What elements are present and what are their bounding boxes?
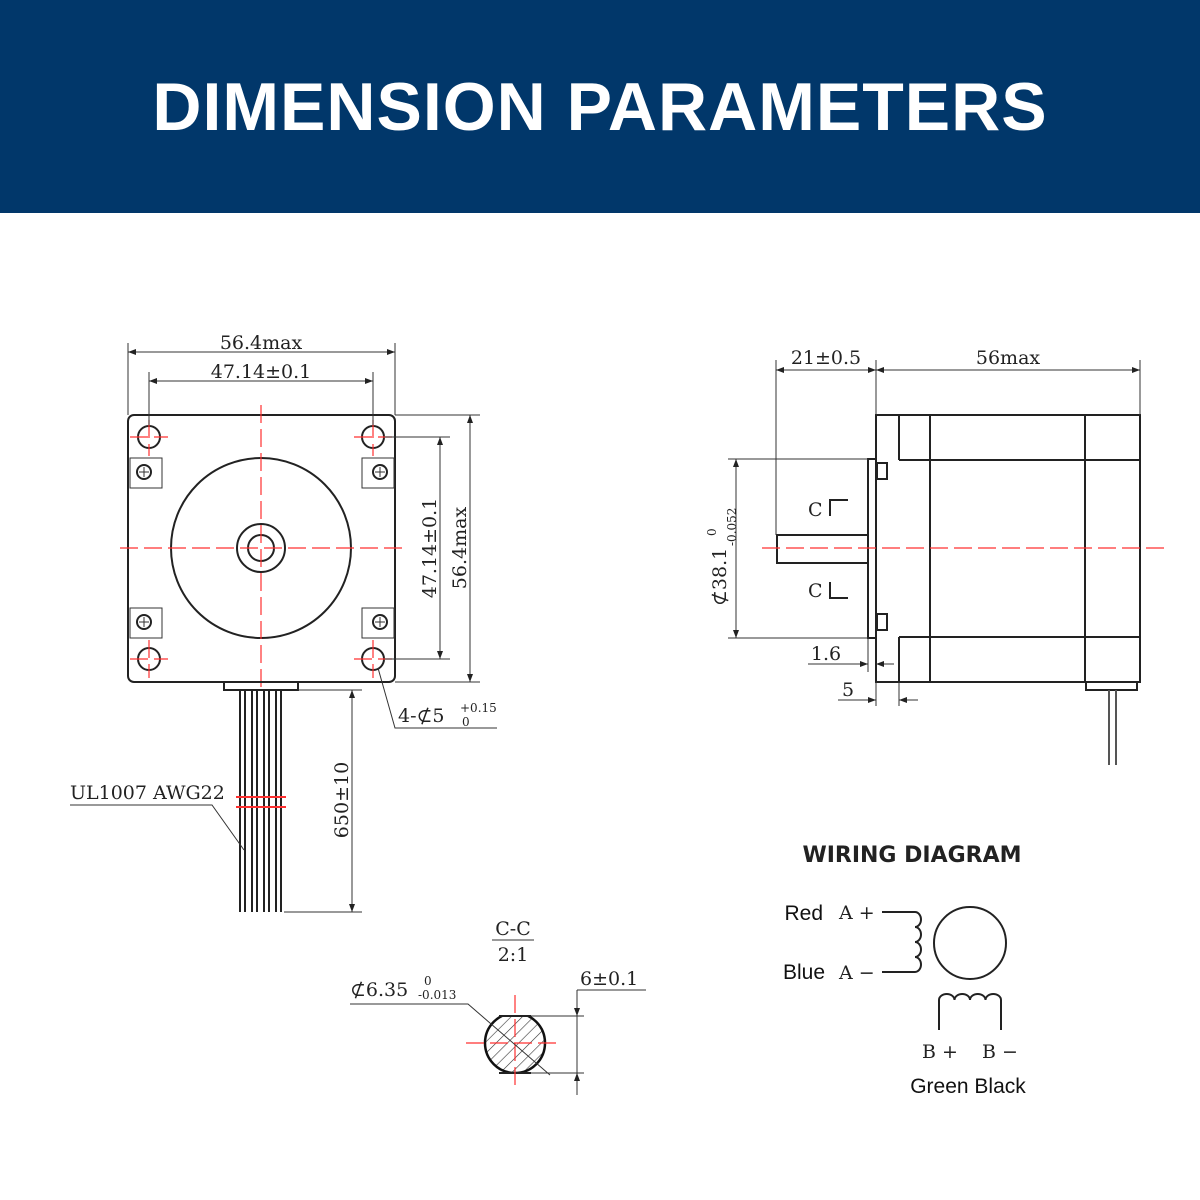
section-view: C-C 2:1 ⊄6.35 0 -0.013 6±0.1	[350, 918, 646, 1095]
tol-lower: 0	[462, 715, 470, 729]
page-title: DIMENSION PARAMETERS	[152, 68, 1048, 145]
terminal-a-minus: A −	[838, 962, 875, 984]
coil-b-icon	[938, 993, 1002, 1030]
section-scale: 2:1	[498, 944, 529, 966]
dim-flange-thickness: 1.6	[811, 643, 841, 665]
dim-shaft-diameter: ⊄6.35	[350, 979, 408, 1001]
wire-color-a-plus: Red	[784, 902, 823, 925]
header-banner: DIMENSION PARAMETERS	[0, 0, 1200, 213]
dim-shaft-length: 21±0.5	[791, 347, 861, 369]
dim-mount-holes: 4-⊄5	[398, 705, 445, 727]
wire-colors-b: Green Black	[910, 1075, 1026, 1098]
section-mark-top: C	[808, 499, 823, 521]
dim-height-overall: 56.4max	[449, 507, 471, 590]
coil-a-icon	[882, 911, 922, 973]
tol-lower: -0.052	[725, 508, 739, 546]
section-mark-bottom: C	[808, 580, 823, 602]
dim-flange-depth: 5	[842, 679, 854, 701]
cable-exit	[223, 681, 299, 691]
section-title: C-C	[495, 918, 531, 940]
front-view: 56.4max 47.14±0.1 47.14±0.1 56.4max 4-⊄5…	[70, 332, 497, 913]
dim-width-overall: 56.4max	[220, 332, 303, 354]
wiring-diagram: WIRING DIAGRAM Red A + Blue A − B + B − …	[783, 843, 1026, 1098]
dim-pilot-diameter: ⊄38.1	[709, 548, 731, 606]
tol-upper: 0	[424, 974, 432, 988]
dim-flat-width: 6±0.1	[580, 968, 638, 990]
cable-wires	[236, 690, 286, 912]
tol-lower: -0.013	[418, 988, 456, 1002]
tol-upper: +0.15	[460, 701, 497, 715]
shaft	[776, 534, 869, 564]
terminal-b-minus: B −	[982, 1041, 1018, 1063]
motor-rotor-icon	[933, 906, 1007, 980]
cable-spec: UL1007 AWG22	[70, 782, 225, 804]
terminal-a-plus: A +	[838, 902, 875, 924]
terminal-b-plus: B +	[922, 1041, 958, 1063]
dim-hole-spacing-h: 47.14±0.1	[211, 361, 312, 383]
tol-upper: 0	[705, 528, 719, 536]
dim-body-length: 56max	[976, 347, 1041, 369]
side-view: 21±0.5 56max ⊄38.1 0 -0.052 C C 1.6 5	[705, 347, 1165, 765]
wiring-title: WIRING DIAGRAM	[802, 843, 1021, 868]
dim-hole-spacing-v: 47.14±0.1	[419, 498, 441, 599]
dim-cable-length: 650±10	[331, 762, 353, 838]
wire-color-a-minus: Blue	[783, 961, 825, 984]
screws	[129, 457, 395, 639]
